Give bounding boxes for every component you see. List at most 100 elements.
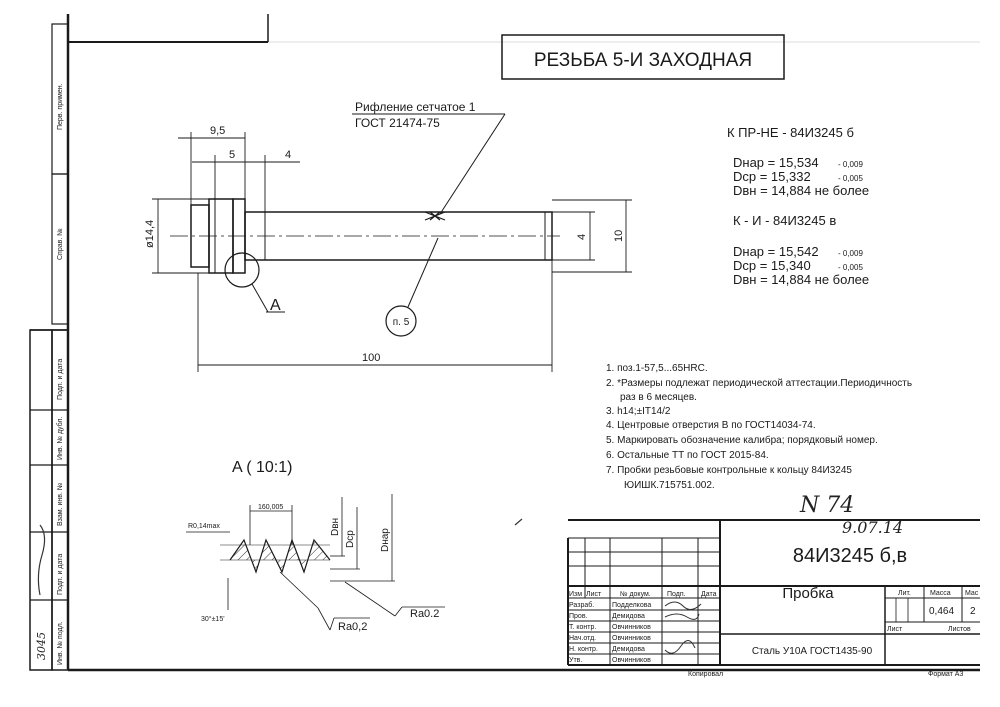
gauge2-line-1: Dнар = 15,542 (733, 244, 819, 259)
side-label-vzam: Взам. инв. № (57, 483, 64, 526)
sheets-label: Листов (948, 626, 971, 633)
note-line: раз в 6 месяцев. (620, 392, 697, 403)
thread-profile (229, 538, 331, 574)
title-block-text: 84И3245 б,в Пробка Сталь У10А ГОСТ1435-9… (569, 545, 979, 678)
knurl-label: Рифление сетчатое 1 (355, 100, 476, 114)
mass-value: 0,464 (929, 606, 954, 617)
person-razrab: Подделкова (612, 602, 651, 609)
signatures (664, 601, 702, 654)
note-line: ЮИШК.715751.002. (624, 480, 715, 491)
sheet-label: Лист (887, 626, 903, 633)
copied-label: Копировал (688, 671, 723, 678)
format-label: Формат А3 (928, 671, 963, 678)
technical-requirements: 1. поз.1-57,5...65HRC. 2. *Размеры подле… (606, 363, 912, 491)
detail-dnar: Dнар (380, 528, 391, 552)
detail-dsr: Dср (345, 530, 356, 548)
side-label-inv-podl: Инв. № подл. (57, 621, 64, 665)
dim-9-5: 9,5 (210, 125, 225, 137)
gauge2-tol-1: - 0,009 (838, 249, 863, 258)
side-label-sprav: Справ. № (57, 228, 64, 260)
person-prov: Демидова (612, 613, 645, 620)
title-block (567, 519, 980, 666)
part-name: Пробка (782, 585, 834, 602)
detail-roughness-2: Ra0.2 (410, 608, 439, 620)
knurl-callout: Рифление сетчатое 1 ГОСТ 21474-75 (352, 100, 506, 215)
note-line: 5. Маркировать обозначение калибра; поря… (606, 434, 878, 446)
side-inv-podl-value: 3045 (35, 632, 48, 660)
gauge-spec-2: К - И - 84И3245 в Dнар = 15,542 - 0,009 … (733, 213, 869, 287)
side-label-perv: Перв. примен. (57, 83, 64, 130)
part-view: A п. 5 (170, 198, 560, 337)
col-doc: № докум. (620, 591, 651, 598)
side-label-podp-data-2: Подп. и дата (57, 554, 64, 595)
col-data: Дата (701, 591, 717, 598)
detail-A-label: A (270, 297, 281, 314)
detail-title: A ( 10:1) (232, 459, 292, 476)
dimension-labels: 9,5 5 4 100 ø14,4 4 10 (144, 125, 625, 364)
gauge1-tol-2: - 0,005 (838, 174, 863, 183)
scale-label: Мас (965, 590, 979, 597)
scale-value: 2 (970, 606, 976, 617)
knurl-mark (424, 211, 446, 221)
side-label-podp-data: Подп. и дата (57, 359, 64, 400)
note-5-ref: п. 5 (393, 317, 410, 328)
gauge1-line-3: Dвн = 14,884 не более (733, 183, 869, 198)
knurl-standard: ГОСТ 21474-75 (355, 116, 440, 130)
drawing-designation: 84И3245 б,в (793, 545, 907, 567)
gauge2-line-2: Dср = 15,340 (733, 258, 811, 273)
person-nkontr: Демидова (612, 646, 645, 653)
note-line: 6. Остальные ТТ по ГОСТ 2015-84. (606, 450, 769, 461)
gauge2-tol-2: - 0,005 (838, 263, 863, 272)
role-tkontr: Т. контр. (569, 624, 596, 631)
handwritten-number: N 74 (799, 493, 854, 518)
note-5-bubble (385, 305, 417, 337)
col-podp: Подп. (667, 591, 686, 598)
note-line: 2. *Размеры подлежат периодической аттес… (606, 378, 912, 389)
lit-label: Лит. (898, 590, 911, 597)
detail-angle: 30°±15' (201, 615, 225, 623)
dim-5: 5 (229, 149, 235, 161)
gauge2-heading: К - И - 84И3245 в (733, 213, 836, 228)
detail-pitch: 160,005 (258, 504, 283, 511)
handwritten-date: 9.07.14 (842, 518, 903, 537)
role-prov: Пров. (569, 613, 588, 620)
gauge1-line-1: Dнар = 15,534 (733, 155, 819, 170)
role-nachotd: Нач.отд. (569, 635, 596, 642)
col-izm: Изм (569, 591, 582, 598)
gauge1-heading: К ПР-НЕ - 84И3245 б (727, 125, 854, 140)
drawing-title: РЕЗЬБА 5-И ЗАХОДНАЯ (534, 50, 752, 71)
dim-100: 100 (362, 352, 380, 364)
drawing-frame (29, 14, 980, 672)
side-signature (37, 524, 46, 596)
gauge1-line-2: Dср = 15,332 (733, 169, 811, 184)
detail-view-A: A ( 10:1) R0,14max 160,005 30°±15' Dвн (186, 459, 445, 633)
note-line: 3. h14;±IT14/2 (606, 406, 671, 417)
role-utv: Утв. (569, 657, 582, 664)
note-line: 7. Пробки резьбовые контрольные к кольцу… (606, 464, 852, 476)
col-list: Лист (586, 591, 602, 598)
detail-roughness-1: Ra0,2 (338, 621, 367, 633)
gauge2-line-3: Dвн = 14,884 не более (733, 272, 869, 287)
dim-dia-14-4: ø14,4 (144, 220, 156, 248)
role-razrab: Разраб. (569, 601, 594, 609)
detail-dvn: Dвн (330, 518, 341, 536)
role-nkontr: Н. контр. (569, 646, 598, 653)
dimensions (152, 132, 632, 372)
title-box: РЕЗЬБА 5-И ЗАХОДНАЯ (501, 34, 785, 80)
dim-v4: 4 (576, 234, 588, 240)
note-line: 1. поз.1-57,5...65HRC. (606, 363, 708, 374)
note-line: 4. Центровые отверстия В по ГОСТ14034-74… (606, 420, 816, 431)
detail-radius: R0,14max (188, 523, 220, 530)
person-tkontr: Овчинников (612, 624, 651, 631)
side-strip-labels: Перв. примен. Справ. № Подп. и дата Инв.… (35, 83, 64, 665)
gauge-spec-1: К ПР-НЕ - 84И3245 б Dнар = 15,534 - 0,00… (727, 125, 869, 198)
dim-v10: 10 (613, 230, 625, 242)
side-label-inv-dubl: Инв. № дубл. (56, 417, 64, 460)
gauge1-tol-1: - 0,009 (838, 160, 863, 169)
detail-A-circle (224, 252, 260, 288)
person-utv: Овчинников (612, 657, 651, 664)
person-nachotd: Овчинников (612, 635, 651, 642)
material: Сталь У10А ГОСТ1435-90 (752, 646, 873, 657)
